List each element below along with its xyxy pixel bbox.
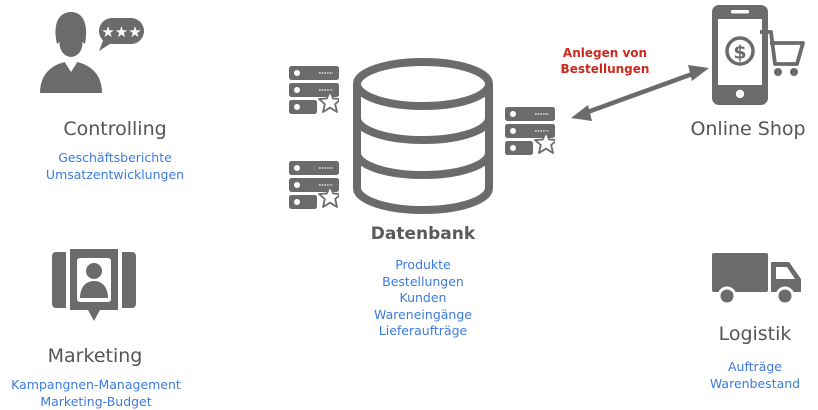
list-item: Bestellungen	[323, 274, 523, 291]
list-item: Marketing-Budget	[0, 394, 192, 410]
connection-label-line: Anlegen von	[545, 45, 665, 61]
list-item: Geschäftsberichte	[10, 150, 220, 167]
list-item: Kunden	[323, 290, 523, 307]
person-speech-bubble-icon: ★★★	[40, 12, 144, 93]
marketing-items: Kampangnen-Management Marketing-Budget	[0, 377, 192, 410]
connection-label: Anlegen von Bestellungen	[545, 45, 665, 77]
truck-icon	[712, 253, 801, 304]
list-item: Kampangnen-Management	[0, 377, 192, 394]
profile-badge-icon	[52, 245, 136, 321]
list-item: Lieferaufträge	[323, 323, 523, 340]
svg-text:★★★: ★★★	[101, 23, 141, 41]
connection-label-line: Bestellungen	[545, 61, 665, 77]
logistik-items: Aufträge Warenbestand	[695, 359, 815, 392]
server-icon	[505, 107, 557, 155]
list-item: Warenbestand	[695, 376, 815, 393]
server-icon	[289, 66, 341, 114]
datenbank-title: Datenbank	[323, 224, 523, 244]
logistik-title: Logistik	[695, 323, 815, 345]
smartphone-cart-icon: $	[712, 5, 803, 105]
database-icon	[357, 62, 489, 210]
list-item: Umsatzentwicklungen	[10, 167, 220, 184]
list-item: Aufträge	[695, 359, 815, 376]
online-shop-title: Online Shop	[683, 118, 813, 140]
svg-text:$: $	[733, 42, 746, 64]
list-item: Produkte	[323, 257, 523, 274]
marketing-title: Marketing	[0, 345, 190, 367]
datenbank-items: Produkte Bestellungen Kunden Wareneingän…	[323, 257, 523, 340]
controlling-items: Geschäftsberichte Umsatzentwicklungen	[10, 150, 220, 183]
controlling-title: Controlling	[20, 118, 210, 140]
server-icon	[289, 161, 341, 209]
list-item: Wareneingänge	[323, 307, 523, 324]
